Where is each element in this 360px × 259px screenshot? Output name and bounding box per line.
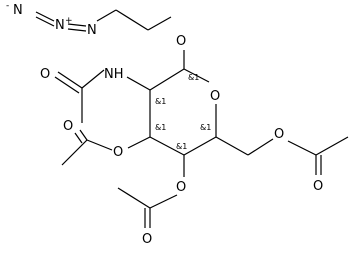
bond-c2-nh — [126, 76, 151, 91]
bond-nh-carbonyl — [81, 69, 105, 89]
bond-ch2-o — [147, 16, 172, 31]
azide-n3-label: N — [87, 23, 97, 38]
stereo-labels: &1 &1 &1 &1 &1 — [155, 73, 211, 151]
bond-amide-carbonyl — [57, 71, 83, 89]
bond-ch2-o-c6 — [247, 138, 274, 156]
carbonyl-o-c6-label: O — [313, 179, 323, 194]
stereo-label-c4: &1 — [176, 142, 187, 151]
bond-carbonyl-o-c3 — [79, 129, 88, 141]
ester-o-c6-label: O — [274, 127, 284, 142]
bond-amide-carbonyl-second — [54, 76, 80, 94]
bond-c1-ring-o — [183, 68, 210, 83]
glycosidic-o-label: O — [176, 34, 186, 49]
bonds — [35, 9, 349, 228]
ring-o-label: O — [210, 89, 220, 104]
bond-c5-ch2 — [215, 136, 249, 156]
stereo-label-c3: &1 — [155, 123, 166, 132]
carbonyl-o-c4-label: O — [142, 232, 152, 247]
stereo-label-c2: &1 — [155, 97, 166, 106]
azide-n2-charge: + — [65, 16, 73, 26]
bond-methyl-c6 — [315, 136, 349, 156]
bond-methyl-c4 — [117, 187, 151, 209]
azide-n2-label: N — [55, 18, 65, 33]
bond-n3-ch2 — [96, 9, 117, 22]
bond-o-carbonyl-c3 — [86, 139, 113, 151]
carbonyl-o-c3-label: O — [63, 119, 73, 134]
bond-c4-c3 — [149, 136, 185, 156]
bond-o-carbonyl-c6 — [287, 140, 317, 156]
azide-n1-label: N — [13, 3, 23, 18]
bond-methyl-c3 — [61, 139, 88, 166]
bond-azide-n1-n2-second — [35, 16, 55, 27]
bond-c2-c1 — [149, 68, 185, 91]
azide-n1-charge: - — [6, 1, 9, 11]
bond-azide-n2-n3 — [67, 23, 87, 27]
amide-nh-label: NH — [104, 67, 124, 82]
bond-o-carbonyl-c4 — [149, 194, 178, 209]
ester-o-c4-label: O — [176, 180, 186, 195]
bond-carbonyl-o-c3-second — [74, 132, 83, 144]
ester-o-c3-label: O — [113, 145, 123, 160]
atom-labels: N - N + N O O NH O O O O O O O — [6, 1, 323, 247]
bond-c3-o — [127, 136, 151, 149]
amide-o-label: O — [40, 67, 50, 82]
bond-ch2-ch2 — [115, 9, 149, 31]
bond-c5-c4 — [183, 136, 217, 156]
bond-azide-n1-n2 — [35, 11, 55, 22]
stereo-label-c1: &1 — [188, 73, 199, 82]
bond-azide-n2-n3-second — [67, 28, 87, 32]
stereo-label-c5: &1 — [200, 123, 211, 132]
